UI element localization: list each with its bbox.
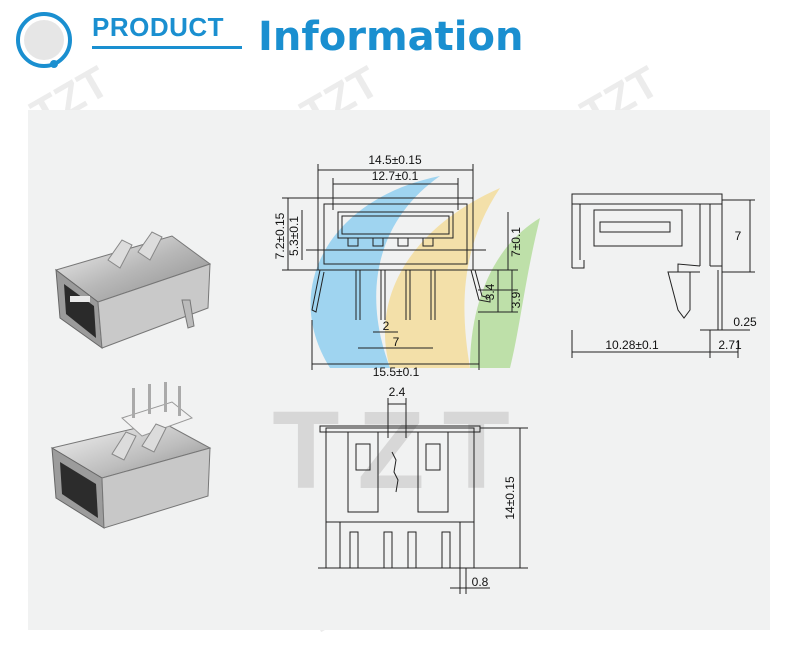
dim-gap-width: 2.4 [389, 385, 406, 399]
usb-connector-photo-front [54, 231, 212, 350]
brand-swoosh-graphic [310, 176, 540, 368]
dim-right-height: 7±0.1 [509, 227, 523, 257]
dim-pin-height-total: 3.9 [509, 291, 523, 308]
dim-left-inner-height: 5.3±0.1 [287, 216, 301, 256]
dim-pin-width: 0.8 [472, 575, 489, 589]
dim-top-outer-width: 14.5±0.15 [368, 153, 422, 167]
dim-side-height: 7 [735, 229, 742, 243]
dim-top-inner-width: 12.7±0.1 [372, 169, 419, 183]
dim-side-thickness: 0.25 [733, 315, 757, 329]
dim-pin-pitch: 2 [383, 319, 390, 333]
product-label: PRODUCT [92, 12, 225, 42]
dim-bottom-width: 15.5±0.1 [373, 365, 420, 379]
dim-side-leg-offset: 2.71 [718, 338, 742, 352]
product-underline [92, 46, 242, 49]
dim-top-length: 14±0.15 [503, 476, 517, 520]
header: PRODUCT Information [0, 0, 800, 80]
brand-logo-watermark: TZT [272, 389, 528, 508]
front-view-drawing: 14.5±0.15 12.7±0.1 7.2±0.15 5.3±0.1 7±0.… [273, 153, 523, 379]
side-view-drawing: 7 0.25 10.28±0.1 2.71 [571, 193, 757, 358]
dim-pin-height: 3.4 [483, 283, 497, 300]
dim-side-depth: 10.28±0.1 [605, 338, 659, 352]
usb-connector-photo-back [50, 382, 212, 529]
top-view-drawing: 2.4 14±0.15 0.8 [318, 385, 528, 594]
dim-pin-span: 7 [393, 335, 400, 349]
brand-logo-text: TZT [272, 389, 528, 508]
brand-ring-icon [16, 12, 72, 68]
page-title: Information [258, 14, 524, 60]
dim-left-outer-height: 7.2±0.15 [273, 212, 287, 259]
